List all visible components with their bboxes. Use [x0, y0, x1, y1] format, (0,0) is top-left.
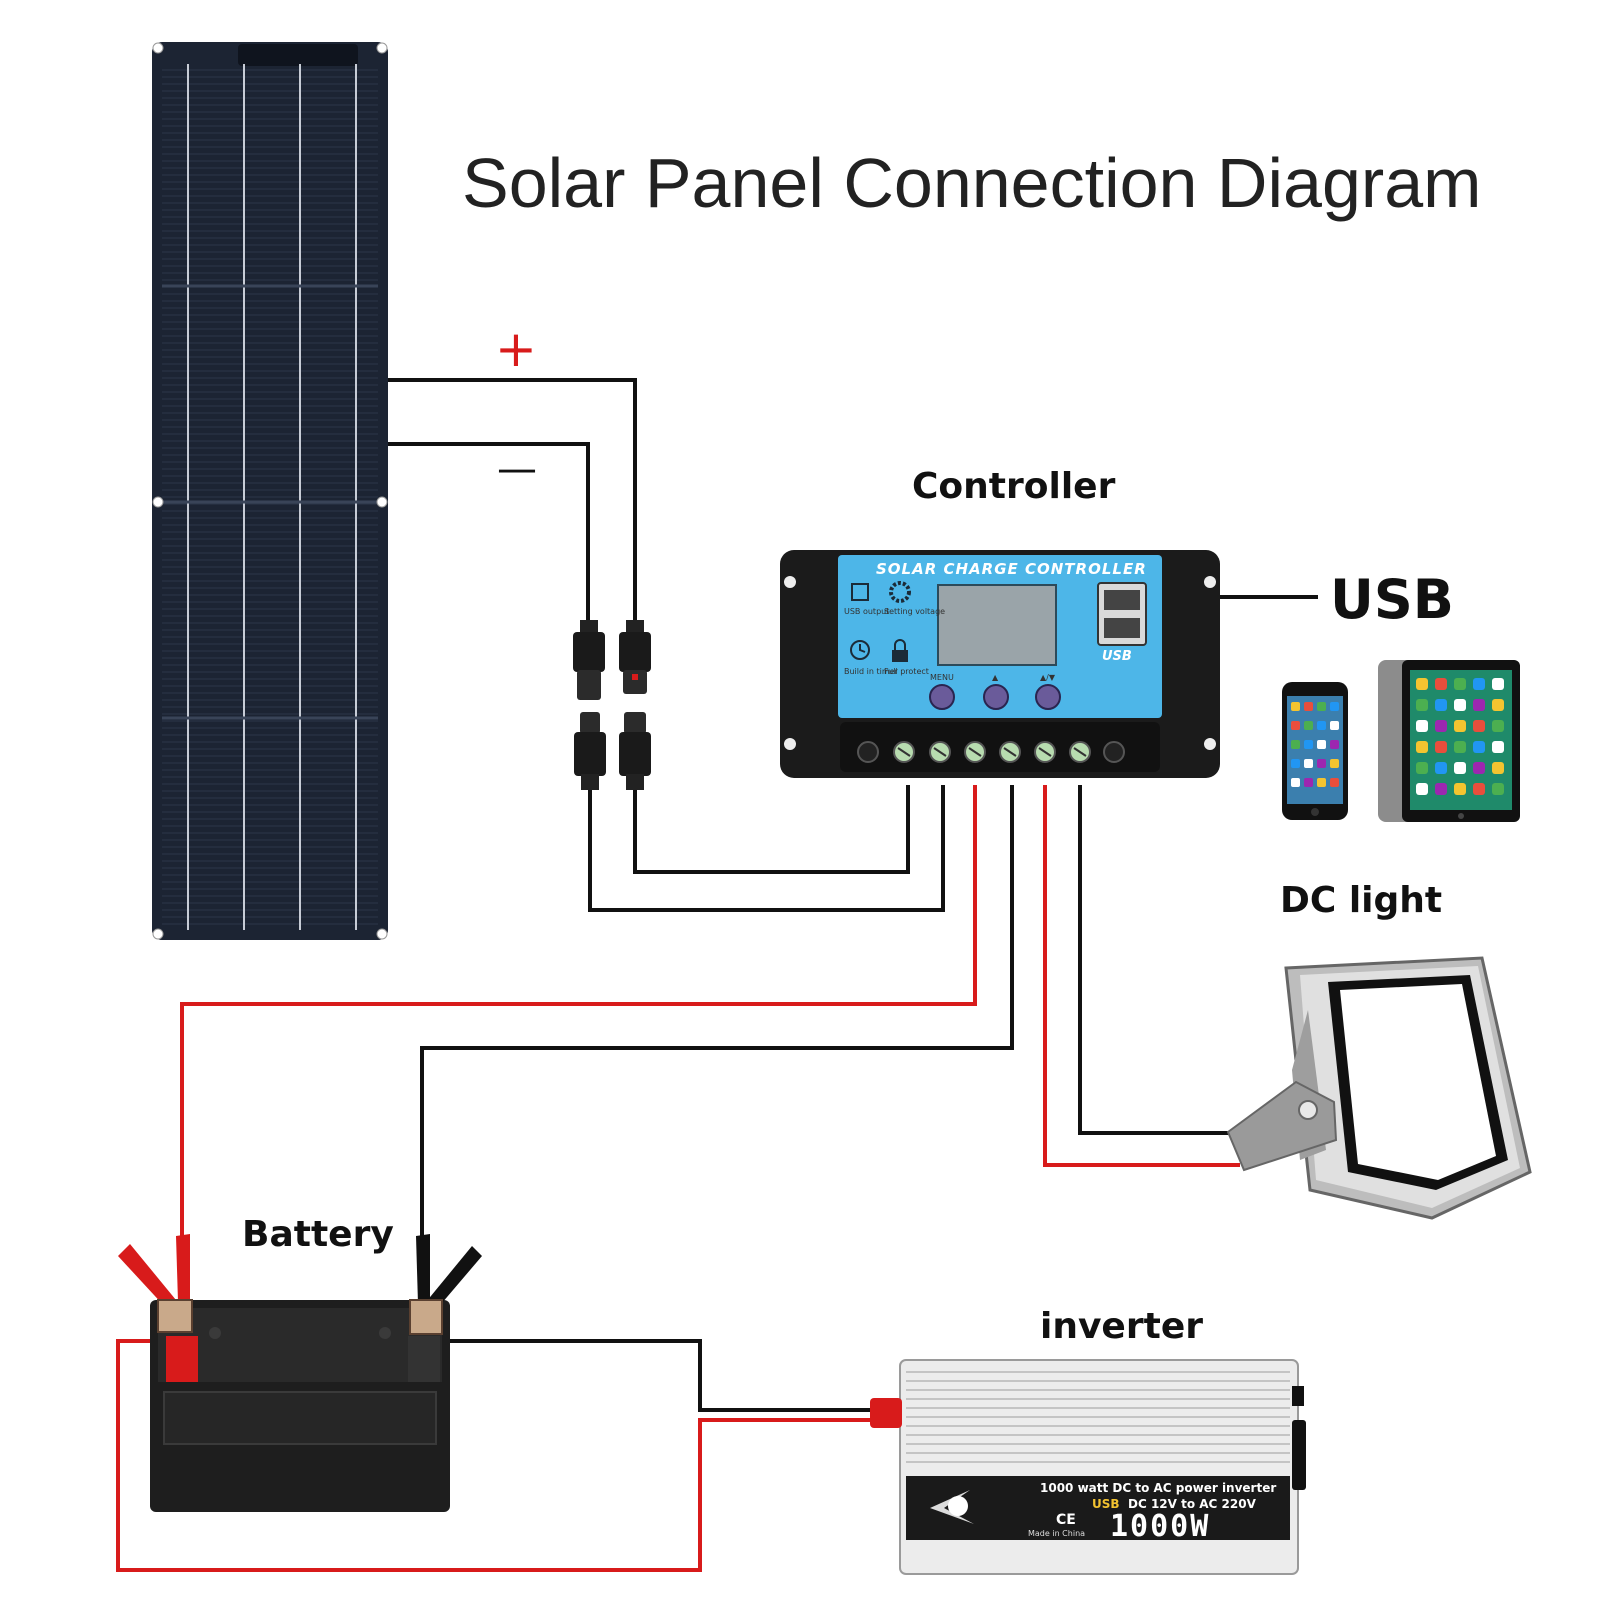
- mc4-connector-icon: [573, 620, 651, 790]
- light-negative-wire: [1078, 785, 1230, 1135]
- mc4-connector-positive-bottom: [619, 712, 651, 790]
- inverter-made: Made in China: [1028, 1529, 1085, 1538]
- page-title: Solar Panel Connection Diagram: [462, 144, 1481, 222]
- button-label-menu: MENU: [930, 673, 954, 682]
- controller-label: Controller: [912, 466, 1116, 507]
- red-clip: [118, 1234, 193, 1333]
- icon-label-setting-voltage: Setting voltage: [884, 607, 945, 616]
- battery-icon: [150, 1300, 450, 1512]
- panel-positive-wire: [388, 378, 637, 620]
- controller-usb-logo: USB: [1102, 649, 1132, 664]
- controller-lcd-screen: [937, 584, 1057, 666]
- controller-usb-ports: USB: [1097, 582, 1147, 664]
- inverter-line1: 1000 watt DC to AC power inverter: [1040, 1481, 1276, 1495]
- gear-icon: [889, 581, 911, 603]
- inverter-label: inverter: [1040, 1306, 1203, 1347]
- usb-label: USB: [1330, 568, 1454, 631]
- inverter-input-terminal: [870, 1398, 902, 1428]
- inverter-positive-wire: [116, 1339, 870, 1572]
- mc4-connector-negative-bottom: [574, 712, 606, 790]
- tablet-icon: [1378, 660, 1520, 822]
- battery-label: Battery: [242, 1214, 394, 1255]
- updown-button[interactable]: [1035, 684, 1061, 710]
- icon-label-timer: Build in timer: [844, 667, 899, 676]
- inverter-fins: [906, 1371, 1290, 1463]
- menu-button[interactable]: [929, 684, 955, 710]
- alligator-clip-icon: [118, 1234, 482, 1335]
- icon-label-protect: Full protect: [884, 667, 929, 676]
- lock-icon: [892, 639, 908, 662]
- button-label-up: ▲: [992, 673, 999, 682]
- battery-positive-wire: [180, 785, 977, 1240]
- controller-pv-positive-wire: [633, 785, 910, 874]
- charge-controller-icon: SOLAR CHARGE CONTROLLER USB output Setti…: [780, 550, 1220, 778]
- controller-terminal-block: [840, 722, 1160, 772]
- controller-panel-title: SOLAR CHARGE CONTROLLER: [876, 560, 1147, 578]
- inverter-ce: CE: [1056, 1512, 1076, 1528]
- controller-status-icons: USB output Setting voltage Build in time…: [844, 581, 945, 676]
- panel-negative-wire: [388, 442, 590, 620]
- inverter-line2: DC 12V to AC 220V: [1128, 1497, 1257, 1511]
- controller-mount-hole: [1103, 741, 1125, 763]
- up-button[interactable]: [983, 684, 1009, 710]
- clock-icon: [850, 640, 870, 660]
- usb-output-icon: [851, 583, 869, 601]
- inverter-label-plate: [906, 1476, 1290, 1540]
- icon-label-usb-output: USB output: [844, 607, 889, 616]
- controller-pv-negative-wire: [588, 785, 945, 912]
- controller-buttons: MENU ▲ ▲/▼: [929, 673, 1061, 710]
- inverter-icon: 1000 watt DC to AC power inverter USB DC…: [870, 1359, 1306, 1575]
- button-label-updown: ▲/▼: [1040, 673, 1056, 682]
- black-clip: [409, 1234, 482, 1335]
- dc-light-label: DC light: [1280, 880, 1442, 921]
- battery-positive-terminal: [166, 1336, 198, 1382]
- solar-panel-icon: [152, 42, 388, 940]
- flood-light-icon: [1226, 956, 1532, 1220]
- inverter-usb-word: USB: [1092, 1497, 1120, 1511]
- battery-negative-terminal: [408, 1336, 440, 1382]
- smartphone-icon: [1282, 682, 1348, 820]
- controller-mount-hole: [857, 741, 879, 763]
- battery-negative-wire: [420, 785, 1014, 1240]
- mc4-connector-positive-top: [619, 620, 651, 694]
- panel-cell-grid: [162, 64, 378, 930]
- inverter-negative-wire: [440, 1339, 870, 1412]
- light-positive-wire: [1043, 785, 1240, 1167]
- negative-sign: —: [497, 446, 537, 492]
- positive-sign: +: [495, 320, 537, 378]
- inverter-power: 1000W: [1110, 1509, 1210, 1544]
- mc4-connector-negative-top: [573, 620, 605, 700]
